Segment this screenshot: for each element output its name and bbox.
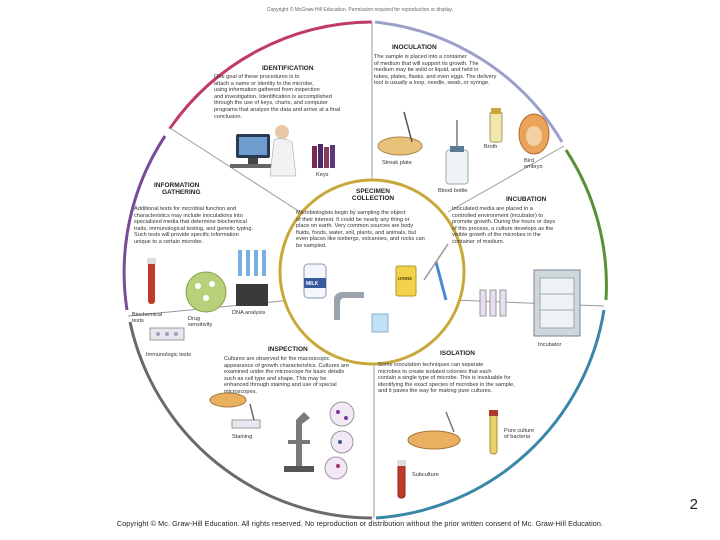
inoculation-ring-arc bbox=[374, 20, 564, 143]
information-gathering-ring-arc bbox=[122, 135, 167, 311]
isolation-plate-icon bbox=[407, 411, 461, 450]
specimen-collection-circle bbox=[278, 178, 466, 366]
pure-culture-tube-icon bbox=[489, 410, 498, 455]
inoculation-title: INOCULATION bbox=[392, 44, 437, 51]
spoke-line bbox=[169, 127, 301, 213]
micrograph-icon bbox=[324, 401, 355, 480]
bird-embryo-label: Bird embryo bbox=[524, 158, 543, 170]
top-copyright-notice: Copyright © McGraw-Hill Education. Permi… bbox=[266, 7, 454, 13]
culture-tubes-icon bbox=[479, 289, 507, 317]
drug-sensitivity-plate-icon bbox=[185, 271, 227, 313]
blood-bottle-icon bbox=[445, 120, 469, 185]
streak-plate-icon bbox=[377, 111, 423, 156]
broth-flask-icon bbox=[489, 108, 503, 143]
microscope-icon bbox=[284, 412, 314, 472]
dna-analysis-label: DNA analysis bbox=[232, 310, 266, 316]
subculture-tube-icon bbox=[397, 460, 406, 499]
swab-syringe-icon bbox=[423, 243, 449, 301]
specimen-collection-title: SPECIMEN COLLECTION bbox=[351, 188, 395, 202]
biochemical-test-tube-icon bbox=[147, 258, 156, 304]
incubation-text: Inoculated media are placed in a control… bbox=[452, 206, 556, 245]
keys-label: Keys bbox=[316, 172, 329, 178]
immunologic-test-icon bbox=[149, 327, 185, 341]
inoculation-text: The sample is placed into a container of… bbox=[374, 54, 497, 87]
inspection-ring-arc bbox=[128, 321, 373, 520]
isolation-title: ISOLATION bbox=[440, 350, 475, 357]
incubation-title: INCUBATION bbox=[506, 196, 547, 203]
computer-workstation-icon bbox=[230, 125, 297, 177]
spoke-line bbox=[451, 299, 605, 307]
page-number: 2 bbox=[689, 496, 698, 513]
identification-title: IDENTIFICATION bbox=[262, 65, 314, 72]
streak-plate-label: Streak plate bbox=[382, 160, 412, 166]
inspection-title: INSPECTION bbox=[268, 346, 308, 353]
identification-text: One goal of these procedures is to attac… bbox=[214, 74, 341, 120]
copyright-footer: Copyright © Mc. Graw-Hill Education. All… bbox=[116, 519, 604, 528]
inspection-text: Cultures are observed for the macroscopi… bbox=[224, 356, 349, 395]
subculture-label: Subculture bbox=[412, 472, 439, 478]
incubation-ring-arc bbox=[564, 149, 608, 301]
milk-jug-icon bbox=[303, 263, 327, 299]
drug-sensitivity-label: Drug sensitivity bbox=[188, 316, 213, 328]
incubator-icon bbox=[533, 269, 581, 337]
biochemical-tests-label: Biochemical tests bbox=[132, 312, 163, 324]
spoke-line bbox=[447, 145, 565, 213]
specimen-collection-text: Microbiologists begin by sampling the ob… bbox=[296, 210, 425, 249]
incubator-label: Incubator bbox=[538, 342, 562, 348]
faucet-icon bbox=[334, 292, 389, 333]
petri-dish-icon bbox=[209, 392, 247, 408]
broth-label: Broth bbox=[484, 144, 498, 150]
isolation-ring-arc bbox=[375, 309, 606, 520]
staining-icon bbox=[231, 403, 261, 429]
pure-culture-label: Pure culture of bacteria bbox=[504, 428, 535, 440]
bird-embryo-icon bbox=[518, 113, 550, 155]
information-gathering-text: Additional tests for microbial function … bbox=[134, 206, 254, 245]
isolation-text: Some inoculation techniques can separate… bbox=[378, 362, 515, 395]
staining-label: Staining bbox=[232, 434, 253, 440]
urine-cup-icon bbox=[395, 265, 417, 297]
urine-label: URINE bbox=[398, 276, 413, 281]
information-gathering-title: INFORMATION GATHERING bbox=[154, 182, 201, 196]
immunologic-tests-label: Immunologic tests bbox=[146, 352, 192, 358]
keys-books-icon bbox=[312, 144, 335, 168]
dna-analysis-icon bbox=[236, 250, 268, 306]
identification-ring-arc bbox=[168, 20, 372, 130]
milk-label: MILK bbox=[306, 281, 319, 287]
blood-bottle-label: Blood bottle bbox=[438, 188, 468, 194]
